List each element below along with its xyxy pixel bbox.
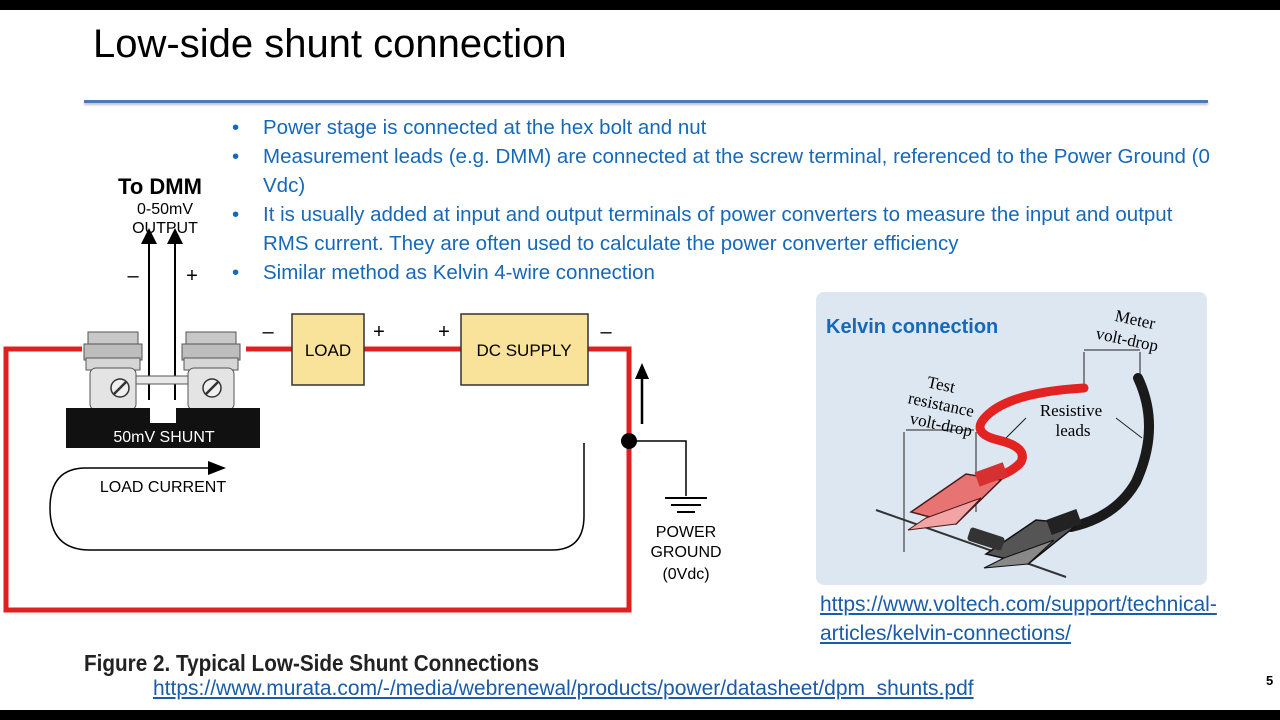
test-rod xyxy=(875,509,1067,578)
shunt-terminal-left xyxy=(83,331,143,411)
arrow-up-icon xyxy=(167,228,183,244)
shunt-element xyxy=(135,375,189,385)
load-minus-sign: – xyxy=(262,321,274,343)
output-label: OUTPUT xyxy=(132,220,198,237)
slide-title: Low-side shunt connection xyxy=(93,22,567,66)
page-number: 5 xyxy=(1266,673,1274,688)
red-clip-icon xyxy=(907,462,1008,531)
figure-caption: Figure 2. Typical Low-Side Shunt Connect… xyxy=(84,650,540,676)
load-current-loop xyxy=(49,443,585,551)
dmm-minus-sign: – xyxy=(127,265,139,287)
dimension-line xyxy=(1115,417,1143,439)
to-dmm-label: To DMM xyxy=(118,174,202,199)
slide: Low-side shunt connection Power stage is… xyxy=(0,10,1280,710)
supply-plus-sign: + xyxy=(438,321,450,343)
title-divider xyxy=(84,100,1208,103)
resistor-icon xyxy=(967,527,1005,551)
voltech-link[interactable]: https://www.voltech.com/support/technica… xyxy=(820,593,1217,645)
load-label: LOAD xyxy=(305,341,351,360)
supply-minus-sign: – xyxy=(600,321,612,343)
black-lead xyxy=(1066,373,1154,532)
kelvin-illustration: Meter volt-drop Test resistance volt-dro… xyxy=(875,306,1160,578)
shunt-terminal-right xyxy=(181,331,241,411)
bullet-item: Similar method as Kelvin 4-wire connecti… xyxy=(232,258,1217,287)
load-current-label: LOAD CURRENT xyxy=(100,479,226,496)
bullet-list: Power stage is connected at the hex bolt… xyxy=(232,113,1217,287)
bullet-item: Measurement leads (e.g. DMM) are connect… xyxy=(232,142,1217,200)
dc-supply-box xyxy=(460,313,589,386)
output-range-label: 0-50mV xyxy=(137,201,193,218)
load-box xyxy=(291,313,365,386)
red-lead xyxy=(975,383,1089,485)
dc-supply-label: DC SUPPLY xyxy=(476,341,571,360)
arrow-up-icon xyxy=(635,363,649,379)
kelvin-title: Kelvin connection xyxy=(826,316,999,338)
bullet-item: Power stage is connected at the hex bolt… xyxy=(232,113,1217,142)
arrow-right-icon xyxy=(208,461,226,475)
shunt-label: 50mV SHUNT xyxy=(113,429,215,446)
ground-icon xyxy=(665,497,707,513)
dimension-line xyxy=(1003,417,1027,441)
power-ground-label-line3: (0Vdc) xyxy=(662,566,709,583)
circuit-wire xyxy=(3,346,632,613)
power-ground-label-line2: GROUND xyxy=(650,544,721,561)
black-clip-icon xyxy=(983,509,1082,569)
ground-wire xyxy=(629,440,687,496)
shunt-base xyxy=(66,408,260,448)
murata-link[interactable]: https://www.murata.com/-/media/webrenewa… xyxy=(153,677,974,700)
resistive-label-line2: leads xyxy=(1056,421,1091,440)
shunt-circuit-diagram: To DMM 0-50mV OUTPUT – + 50mV SHUNT xyxy=(3,174,722,613)
bullet-item: It is usually added at input and output … xyxy=(232,200,1217,258)
power-ground-label-line1: POWER xyxy=(656,524,716,541)
dmm-plus-sign: + xyxy=(186,265,198,287)
load-plus-sign: + xyxy=(373,321,385,343)
arrow-up-icon xyxy=(141,228,157,244)
kelvin-connection-panel: Meter volt-drop Test resistance volt-dro… xyxy=(816,292,1207,585)
resistive-label-line1: Resistive xyxy=(1040,401,1102,420)
